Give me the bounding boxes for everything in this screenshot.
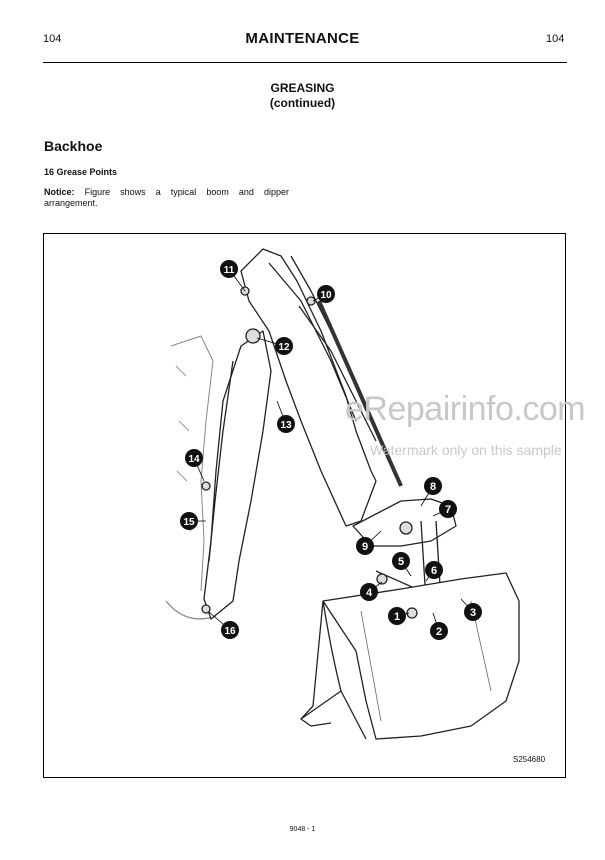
callout-10: 10 — [317, 285, 335, 303]
callout-1: 1 — [388, 607, 406, 625]
backhoe-illustration: 1 2 3 4 5 6 7 8 9 10 11 12 13 14 15 16 — [165, 248, 520, 740]
callout-6: 6 — [425, 561, 443, 579]
callout-5: 5 — [392, 552, 410, 570]
grease-points-label: 16 Grease Points — [44, 167, 118, 177]
callout-16: 16 — [221, 621, 239, 639]
callout-7: 7 — [439, 500, 457, 518]
header-divider — [43, 62, 567, 63]
notice-label: Notice: — [44, 187, 75, 197]
watermark-main: eRepairinfo.com — [345, 390, 586, 428]
callout-8: 8 — [424, 477, 442, 495]
page-number-right: 104 — [546, 33, 565, 45]
callout-3: 3 — [464, 603, 482, 621]
page-title: MAINTENANCE — [245, 30, 360, 47]
svg-text:6: 6 — [431, 565, 437, 577]
callout-14: 14 — [185, 449, 203, 467]
svg-text:16: 16 — [224, 626, 236, 637]
svg-text:1: 1 — [394, 611, 400, 623]
svg-text:11: 11 — [224, 265, 235, 276]
figure-frame: 1 2 3 4 5 6 7 8 9 10 11 12 13 14 15 16 — [43, 233, 566, 778]
callout-12: 12 — [275, 337, 293, 355]
svg-text:4: 4 — [366, 587, 373, 599]
svg-text:2: 2 — [436, 626, 442, 638]
section-subtitle: (continued) — [269, 96, 336, 110]
callout-15: 15 — [180, 512, 198, 530]
callout-13: 13 — [277, 415, 295, 433]
section-title: GREASING — [270, 81, 335, 95]
notice-paragraph: Notice: Figure shows a typical boom and … — [44, 187, 289, 209]
watermark-sub: Watermark only on this sample — [370, 442, 562, 458]
svg-text:8: 8 — [430, 481, 436, 493]
page-number-left: 104 — [43, 33, 62, 45]
callout-4: 4 — [360, 583, 378, 601]
svg-text:10: 10 — [320, 290, 332, 301]
callout-9: 9 — [356, 537, 374, 555]
svg-text:14: 14 — [188, 454, 200, 465]
footer-code: 9048 - 1 — [289, 826, 316, 833]
svg-text:5: 5 — [398, 556, 404, 568]
svg-text:13: 13 — [280, 420, 292, 431]
callout-2: 2 — [430, 622, 448, 640]
svg-text:15: 15 — [183, 517, 195, 528]
notice-text: Figure shows a typical boom and dipper a… — [44, 187, 289, 208]
subheading: Backhoe — [44, 138, 103, 154]
callout-markers: 1 2 3 4 5 6 7 8 9 10 11 12 13 14 15 16 — [180, 260, 482, 640]
svg-text:3: 3 — [470, 607, 476, 619]
callout-11: 11 — [220, 260, 238, 278]
svg-text:7: 7 — [445, 504, 451, 516]
svg-text:9: 9 — [362, 541, 368, 553]
figure-code: S254680 — [513, 755, 546, 764]
svg-text:12: 12 — [278, 342, 290, 353]
